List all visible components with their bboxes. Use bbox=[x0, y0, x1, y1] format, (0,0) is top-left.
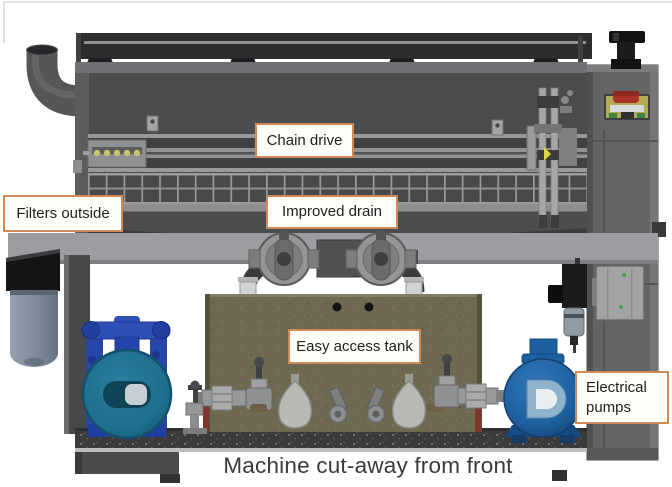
electrical-pump bbox=[503, 338, 583, 443]
ball-valve-icon bbox=[433, 354, 461, 408]
exhaust-pipe-icon bbox=[26, 44, 82, 117]
window-edge-left bbox=[3, 1, 5, 43]
tank-fittings bbox=[196, 354, 505, 429]
machine-foot bbox=[552, 470, 567, 481]
machine-foot bbox=[160, 474, 180, 483]
butterfly-valve-icon bbox=[248, 231, 320, 286]
drain-valve bbox=[183, 380, 207, 434]
window-edge-top bbox=[4, 1, 672, 3]
air-regulator bbox=[548, 258, 587, 353]
electrical-box bbox=[592, 265, 645, 321]
butterfly-valve-icon bbox=[345, 231, 417, 286]
drain-manifold bbox=[238, 231, 425, 305]
callout-easy-access-tank: Easy access tank bbox=[288, 329, 421, 364]
strainer-icon bbox=[391, 374, 427, 429]
callout-filters-outside: Filters outside bbox=[3, 195, 123, 232]
callout-chain-drive: Chain drive bbox=[255, 123, 354, 158]
diaphragm-pump bbox=[81, 316, 173, 440]
chain-links-icon bbox=[93, 149, 141, 157]
callout-improved-drain: Improved drain bbox=[266, 195, 398, 229]
figure-caption: Machine cut-away from front bbox=[223, 453, 513, 478]
callout-electrical-pumps: Electrical pumps bbox=[575, 371, 669, 424]
top-knob-icon bbox=[609, 31, 645, 69]
chain-tensioner bbox=[534, 87, 573, 228]
filter-housing bbox=[6, 249, 60, 367]
emergency-stop-button bbox=[604, 91, 650, 120]
strainer-icon bbox=[277, 374, 313, 429]
